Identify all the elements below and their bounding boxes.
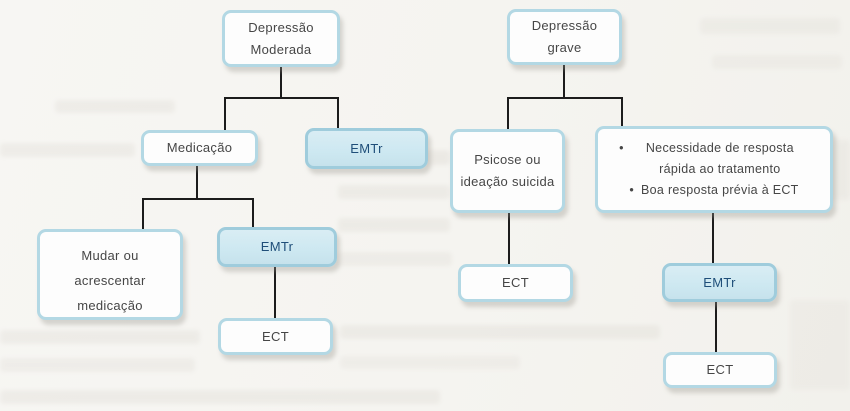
bullet-item: • Boa resposta prévia à ECT xyxy=(629,180,798,201)
node-psicose-ideacao-suicida: Psicose ou ideação suicida xyxy=(450,129,565,213)
connector-line xyxy=(142,198,254,200)
bleedthrough-smudge xyxy=(700,18,840,34)
bleedthrough-smudge xyxy=(338,185,450,199)
bullet-text: Boa resposta prévia à ECT xyxy=(641,183,799,197)
connector-line xyxy=(715,301,717,354)
node-emtr-secondary: EMTr xyxy=(217,227,337,267)
connector-line xyxy=(252,198,254,229)
node-ect-bottom-right: ECT xyxy=(663,352,777,388)
node-ect-left: ECT xyxy=(218,318,333,355)
connector-line xyxy=(142,198,144,231)
node-criterios-emtr: • Necessidade de resposta rápida ao trat… xyxy=(595,126,833,213)
node-emtr-primary: EMTr xyxy=(305,128,428,169)
connector-line xyxy=(563,64,565,99)
bleedthrough-smudge xyxy=(336,252,452,266)
connector-line xyxy=(508,212,510,266)
node-mudar-acrescentar-medicacao: Mudar ou acrescentar medicação xyxy=(37,229,183,320)
bullet-icon: • xyxy=(629,183,635,197)
bleedthrough-smudge xyxy=(0,390,440,404)
connector-line xyxy=(224,97,226,132)
node-depressao-grave: Depressão grave xyxy=(507,9,622,65)
bleedthrough-smudge xyxy=(340,325,660,339)
bleedthrough-smudge xyxy=(0,143,135,157)
bleedthrough-smudge xyxy=(0,358,195,372)
connector-line xyxy=(507,97,509,131)
bullet-item: • Necessidade de resposta rápida ao trat… xyxy=(619,138,809,180)
connector-line xyxy=(507,97,623,99)
bullet-text: Necessidade de resposta rápida ao tratam… xyxy=(645,141,794,176)
bullet-icon: • xyxy=(619,141,624,155)
bleedthrough-smudge xyxy=(0,330,200,344)
connector-line xyxy=(274,266,276,320)
bleedthrough-smudge xyxy=(790,300,850,390)
connector-line xyxy=(196,165,198,200)
node-depressao-moderada: Depressão Moderada xyxy=(222,10,340,67)
node-emtr-right: EMTr xyxy=(662,263,777,302)
connector-line xyxy=(280,66,282,99)
connector-line xyxy=(712,212,714,265)
connector-line xyxy=(224,97,339,99)
node-ect-psicose: ECT xyxy=(458,264,573,302)
connector-line xyxy=(337,97,339,130)
bleedthrough-smudge xyxy=(340,356,520,369)
node-medicacao: Medicação xyxy=(141,130,258,166)
bleedthrough-smudge xyxy=(55,100,175,113)
bleedthrough-smudge xyxy=(712,55,842,69)
bleedthrough-smudge xyxy=(338,218,450,232)
connector-line xyxy=(621,97,623,128)
